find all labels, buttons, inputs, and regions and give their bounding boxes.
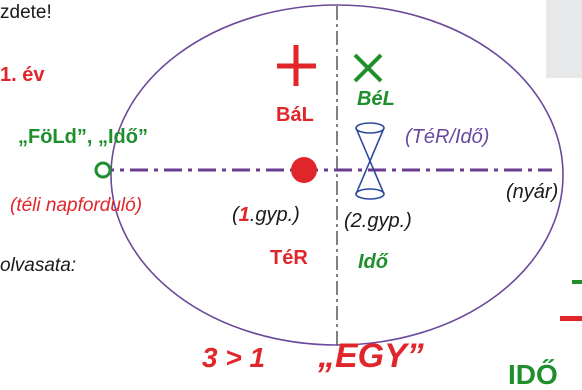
gyp1-label: (1.gyp.) — [232, 205, 300, 225]
cross-icon — [353, 53, 383, 83]
side-panel — [546, 0, 582, 78]
one-label: „EGY” — [318, 337, 424, 375]
space-time-label: (TéR/Idő) — [405, 126, 490, 148]
reading-fragment: olvasata: — [0, 255, 77, 276]
winter-solstice-point — [94, 161, 112, 179]
gyp1-rest: .gyp.) — [249, 204, 300, 226]
time-top-label: BéL — [357, 88, 395, 110]
earth-time-label: „FöLd”, „Idő” — [18, 126, 148, 148]
gyp1-open: ( — [232, 204, 239, 226]
bottom-right-fragment: IDŐ — [508, 359, 558, 390]
summer-label: (nyár) — [506, 181, 559, 203]
winter-solstice-label: (téli napforduló) — [10, 195, 143, 216]
top-left-fragment: zdete! — [0, 2, 52, 23]
hourglass-icon — [355, 122, 385, 200]
inequality-label: 3 > 1 — [202, 342, 266, 373]
space-top-label: BáL — [276, 104, 314, 126]
gyp1-number: 1 — [238, 204, 250, 226]
time-bottom-label: Idő — [358, 251, 388, 273]
gyp2-label: (2.gyp.) — [344, 210, 412, 232]
red-dot — [291, 157, 317, 183]
plus-icon — [277, 45, 316, 86]
red-bar-fragment — [560, 316, 582, 321]
year-label: 1. év — [0, 64, 45, 86]
space-bottom-label: TéR — [270, 247, 308, 269]
